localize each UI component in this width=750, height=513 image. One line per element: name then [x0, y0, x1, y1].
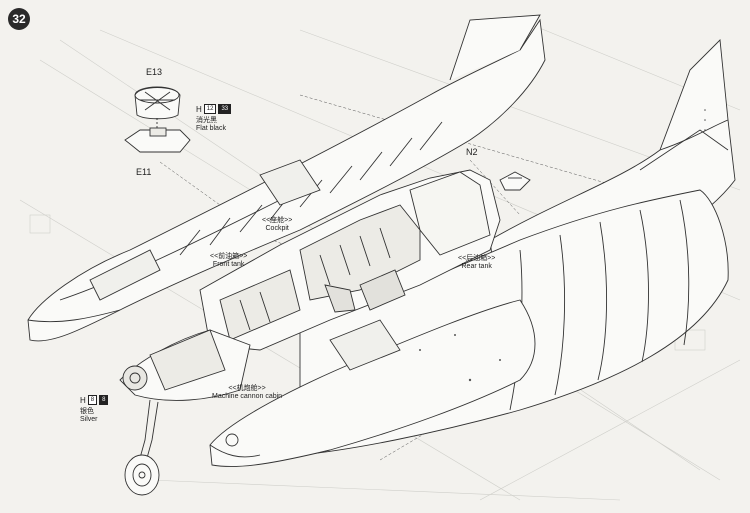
part-label-e11: E11 — [136, 167, 152, 177]
paint-number: 8 — [87, 395, 98, 405]
label-machine-cannon-cabin: <<机炮舱>> Machine cannon cabin — [212, 385, 282, 401]
paint-name-flat-black: 消光黑 Flat black — [196, 117, 226, 133]
label-rear-tank-zh: <<后油箱>> — [458, 255, 496, 262]
paint-name-silver: 银色 Silver — [80, 408, 98, 424]
label-cannon-en: Machine cannon cabin — [212, 393, 283, 400]
paint-number-alt: 8 — [99, 395, 109, 405]
e13-e11-parts — [124, 86, 191, 153]
paint-callout-silver: H 8 8 — [80, 395, 109, 405]
label-cockpit-zh: <<座舱>> — [262, 217, 293, 224]
cockpit-assembly — [199, 169, 501, 351]
label-cannon-zh: <<机炮舱>> — [228, 385, 266, 392]
paint-code: H — [196, 104, 202, 114]
upper-fuselage — [27, 14, 546, 342]
paint-name-en: Flat black — [196, 125, 226, 132]
paint-callout-flat-black: H 12 33 — [196, 104, 232, 114]
label-cockpit: <<座舱>> Cockpit — [262, 217, 292, 233]
label-rear-tank-en: Rear tank — [461, 263, 492, 270]
lower-wing — [209, 299, 536, 467]
paint-number-alt: 33 — [218, 104, 232, 114]
label-front-tank-zh: <<前油箱>> — [210, 253, 248, 260]
rivet-dots — [419, 109, 706, 382]
paint-code: H — [80, 395, 86, 405]
part-label-n2: N2 — [466, 147, 478, 157]
label-cockpit-en: Cockpit — [265, 225, 289, 232]
nose-gear — [124, 399, 160, 496]
label-front-tank-en: Front tank — [212, 261, 245, 268]
paint-number: 12 — [203, 104, 217, 114]
label-front-tank: <<前油箱>> Front tank — [210, 253, 247, 269]
nose-section — [119, 329, 251, 401]
part-label-e13: E13 — [146, 67, 163, 77]
n2-part — [499, 171, 531, 191]
paint-name-zh: 消光黑 — [196, 117, 217, 124]
paint-name-zh: 银色 — [80, 408, 94, 415]
label-rear-tank: <<后油箱>> Rear tank — [458, 255, 495, 271]
paint-name-en: Silver — [80, 416, 98, 423]
step-number-badge: 32 — [8, 8, 30, 30]
